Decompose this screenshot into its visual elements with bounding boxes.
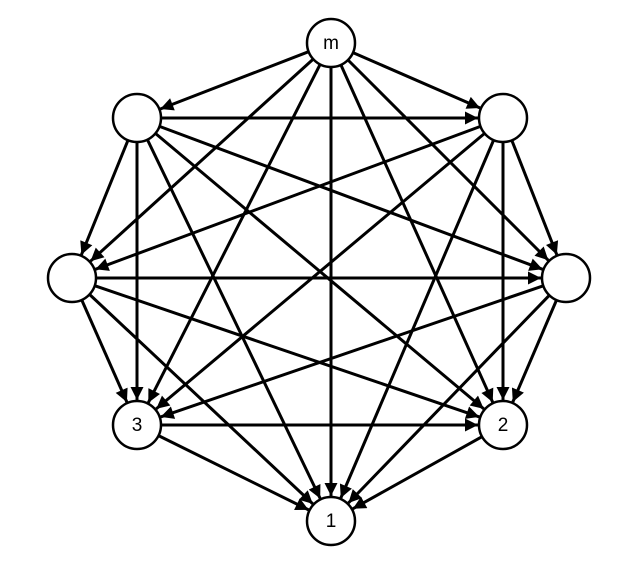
edges-layer <box>80 50 559 512</box>
edge-m-to-2 <box>339 64 495 403</box>
node-ul <box>111 92 163 144</box>
edge-r-to-1 <box>347 294 551 505</box>
edge-ur-to-1 <box>339 139 495 499</box>
node-circle-ur <box>477 92 529 144</box>
edge-ur-to-l <box>94 124 482 271</box>
node-circle-2 <box>477 399 529 451</box>
edge-ul-to-l <box>80 139 130 256</box>
node-circle-r <box>540 252 592 304</box>
edge-2-to-1 <box>352 435 483 511</box>
node-l <box>46 252 98 304</box>
node-ur <box>477 92 529 144</box>
edge-l-to-1 <box>88 293 314 505</box>
node-circle-m <box>305 17 357 69</box>
node-label-2: 2 <box>498 415 509 436</box>
node-circle-ul <box>111 92 163 144</box>
node-m: m <box>305 17 357 69</box>
node-2: 2 <box>477 399 529 451</box>
edge-l-to-3 <box>80 299 129 403</box>
edge-m-to-ul <box>159 50 310 111</box>
node-label-3: 3 <box>132 415 143 436</box>
node-3: 3 <box>111 399 163 451</box>
edge-m-to-l <box>89 57 315 263</box>
node-label-1: 1 <box>326 511 337 532</box>
node-r <box>540 252 592 304</box>
edge-r-to-2 <box>511 299 558 403</box>
edge-l-to-2 <box>94 284 480 419</box>
edge-ur-to-r <box>510 139 559 256</box>
node-circle-1 <box>305 495 357 547</box>
edge-3-to-1 <box>157 434 310 512</box>
edge-ul-to-1 <box>146 138 322 500</box>
edge-ur-to-3 <box>155 132 486 411</box>
node-circle-l <box>46 252 98 304</box>
node-label-m: m <box>323 33 339 54</box>
node-circle-3 <box>111 399 163 451</box>
edge-r-to-3 <box>160 284 544 419</box>
edge-m-to-r <box>346 58 550 262</box>
edge-m-to-ur <box>352 51 481 110</box>
node-1: 1 <box>305 495 357 547</box>
edge-m-to-3 <box>146 63 322 404</box>
nodes-layer: m 2 1 3 <box>46 17 592 547</box>
edge-ul-to-r <box>158 124 544 271</box>
